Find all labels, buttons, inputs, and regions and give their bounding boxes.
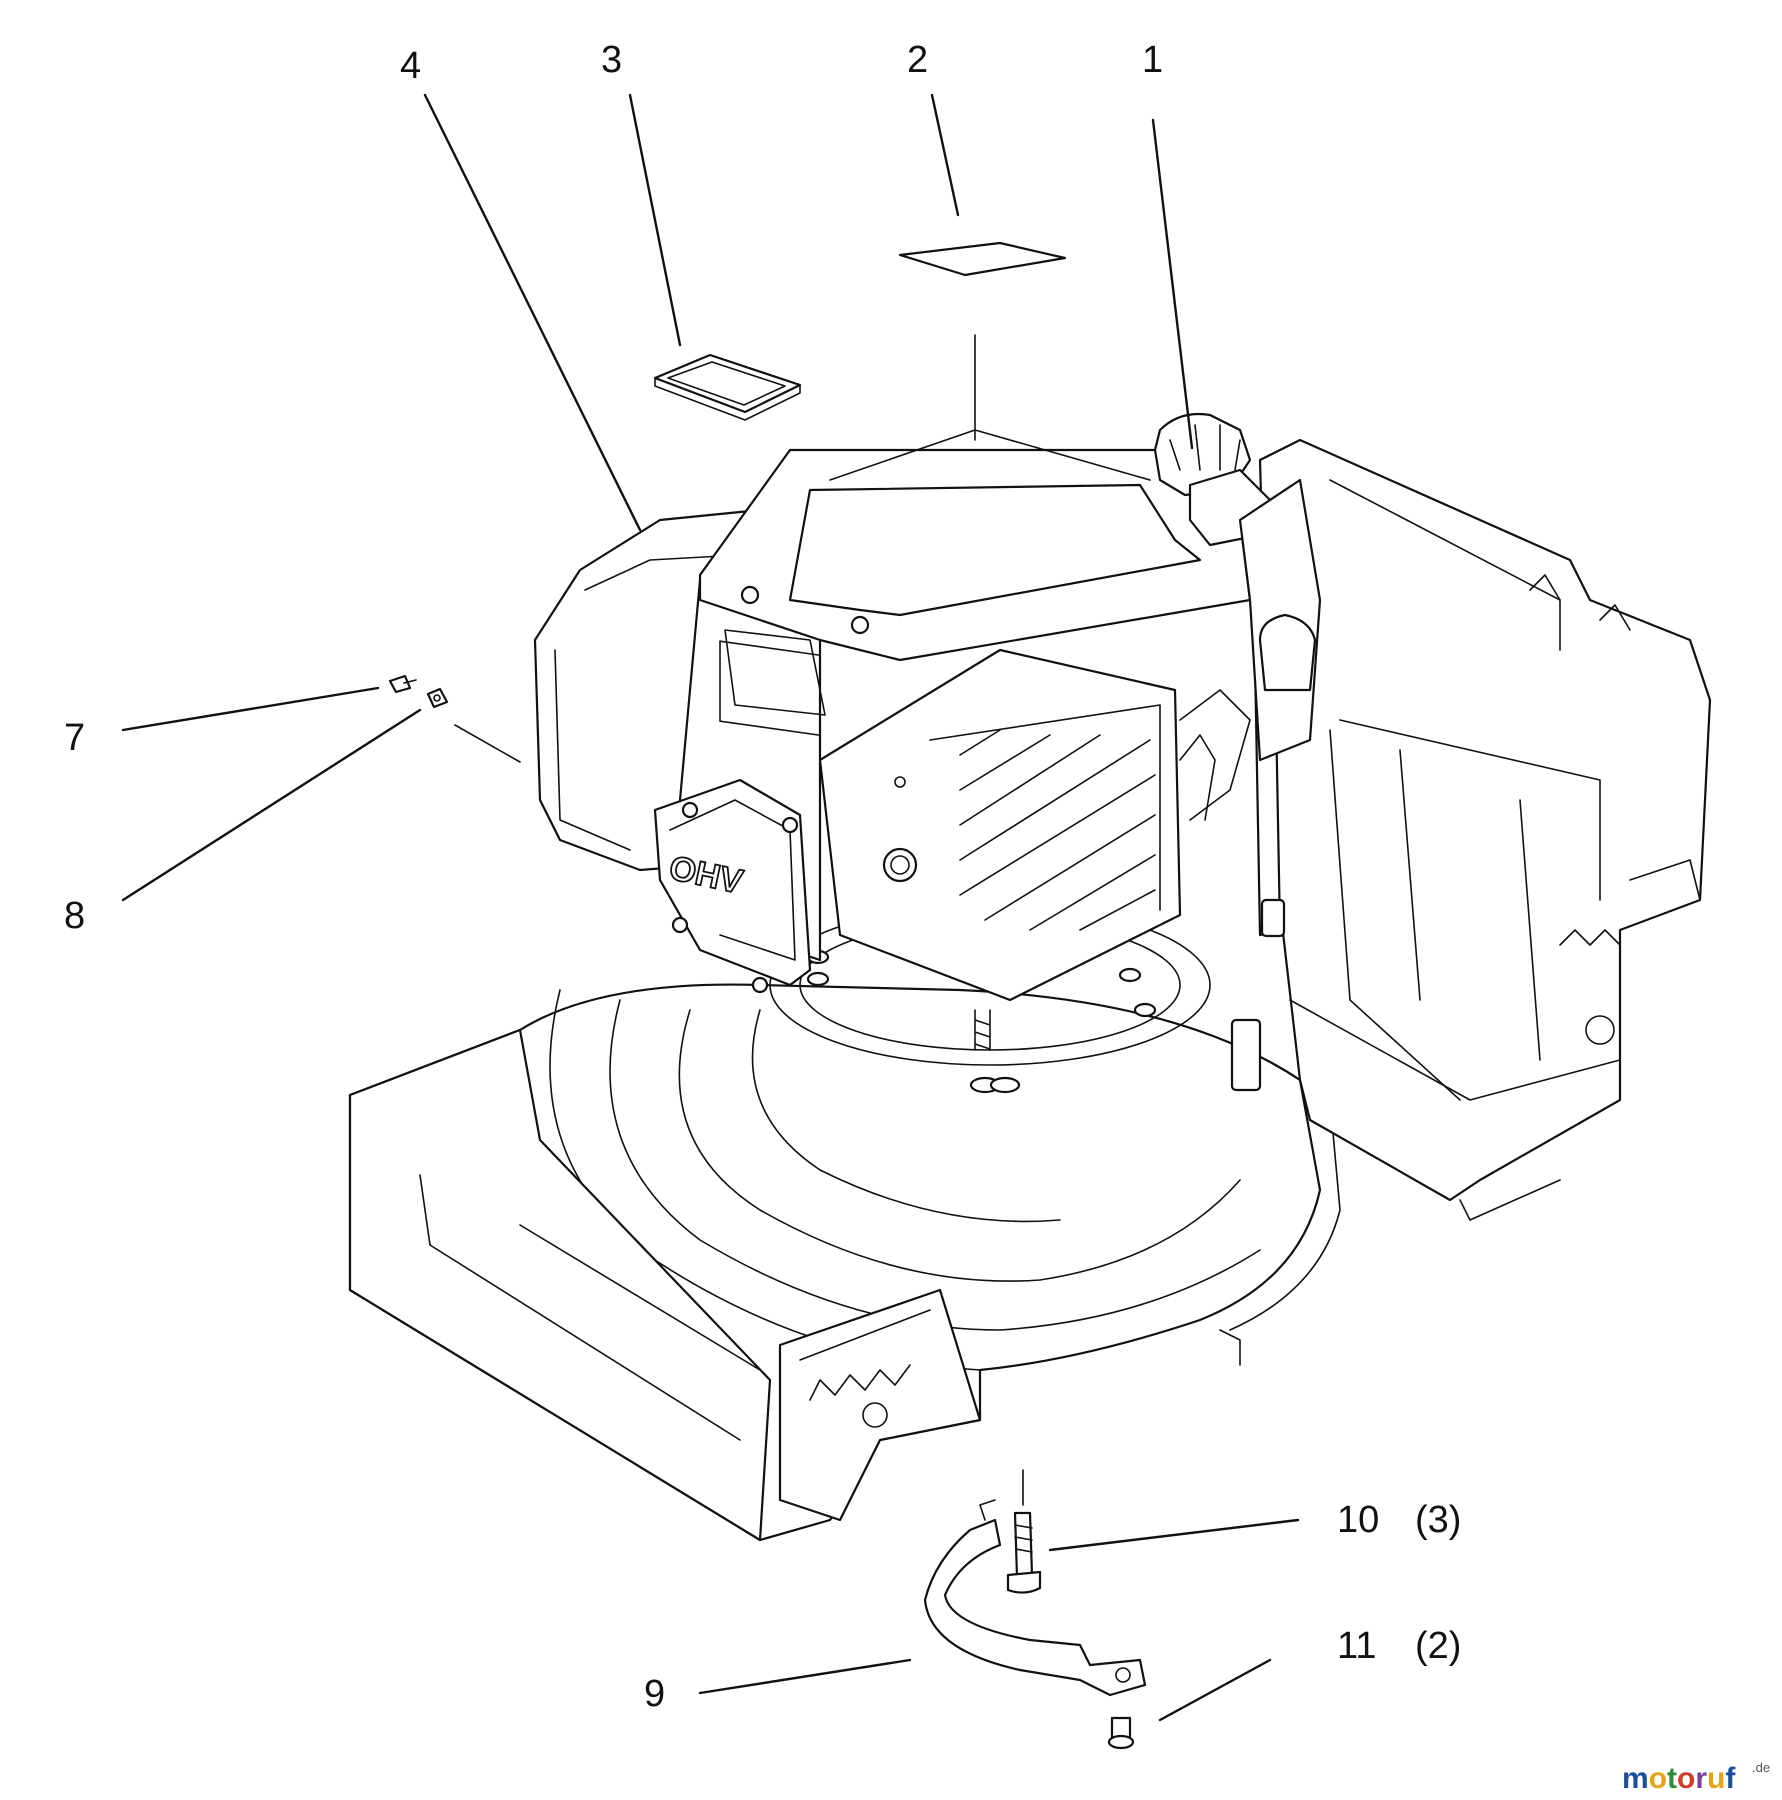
watermark-letter: o xyxy=(1677,1762,1695,1795)
callout-11: 11 xyxy=(1337,1625,1376,1667)
engine: OHV xyxy=(533,412,1322,1002)
callout-9: 9 xyxy=(644,1673,665,1715)
watermark-letter: t xyxy=(1667,1762,1677,1795)
callout-1: 1 xyxy=(1142,39,1163,81)
air-filter-part-3 xyxy=(653,353,802,421)
callout-3: 3 xyxy=(601,39,622,81)
mounting-holes xyxy=(806,949,1157,1094)
callout-labels: 1 2 3 4 7 8 9 10 (3) 11 (2) xyxy=(64,39,1461,1715)
watermark-letter: f xyxy=(1725,1762,1736,1795)
callout-4: 4 xyxy=(400,45,421,87)
bolt-part-7 xyxy=(388,674,417,694)
bracket-part-9 xyxy=(923,1499,1147,1697)
leader-lines xyxy=(121,93,1300,1722)
callout-10: 10 xyxy=(1337,1499,1379,1541)
callout-2: 2 xyxy=(907,39,928,81)
washer-part-8 xyxy=(426,687,449,709)
bolt-part-10 xyxy=(1006,1511,1042,1594)
watermark-letter: m xyxy=(1622,1762,1649,1795)
watermark-logo: motoruf .de xyxy=(1622,1760,1770,1795)
decal-part-2 xyxy=(898,241,1067,277)
callout-10-qty: (3) xyxy=(1415,1499,1461,1541)
callout-7: 7 xyxy=(64,717,85,759)
watermark-letter: u xyxy=(1707,1762,1725,1795)
svg-text:motoruf: motoruf xyxy=(1622,1762,1736,1795)
mower-deck xyxy=(348,904,1341,1542)
muffler-vents xyxy=(959,729,1156,931)
callout-11-qty: (2) xyxy=(1415,1625,1461,1667)
watermark-suffix: .de xyxy=(1752,1760,1770,1775)
screw-part-11 xyxy=(1107,1716,1135,1750)
watermark-letter: r xyxy=(1695,1762,1707,1795)
callout-8: 8 xyxy=(64,895,85,937)
watermark-letter: o xyxy=(1649,1762,1667,1795)
